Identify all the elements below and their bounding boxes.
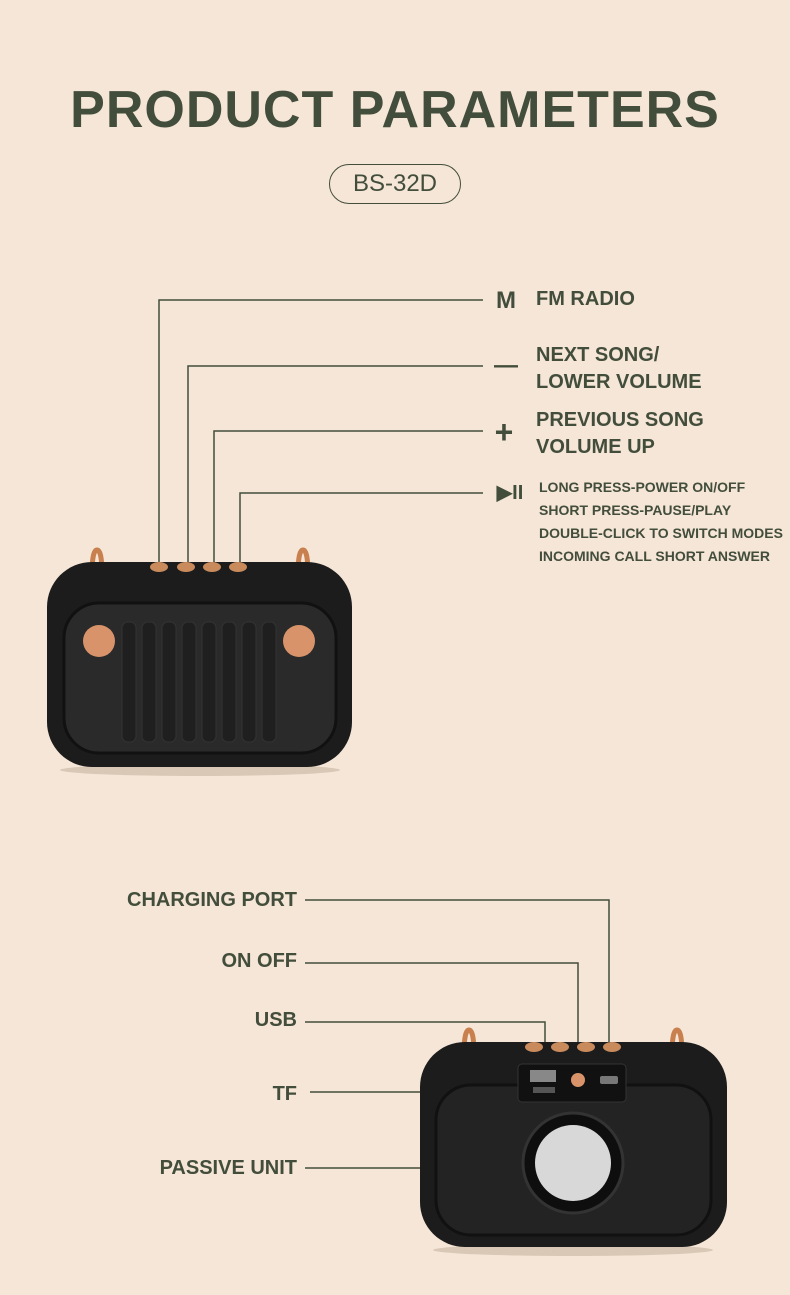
passive-unit-label: PASSIVE UNIT (159, 1157, 297, 1179)
model-badge: BS-32D (329, 164, 461, 204)
play-desc-line-1: LONG PRESS-POWER ON/OFF (539, 479, 746, 495)
previous-song-label: PREVIOUS SONG (536, 409, 704, 431)
on-off-label: ON OFF (221, 950, 297, 972)
charging-port-label: CHARGING PORT (127, 889, 297, 911)
volume-up-label: VOLUME UP (536, 436, 655, 458)
fm-radio-label: FM RADIO (536, 288, 635, 310)
lower-volume-label: LOWER VOLUME (536, 371, 702, 393)
play-desc-line-2: SHORT PRESS-PAUSE/PLAY (539, 502, 732, 518)
plus-icon: + (494, 414, 514, 450)
speaker-front-image (47, 547, 352, 776)
usb-label: USB (254, 1009, 297, 1031)
page-title: PRODUCT PARAMETERS (70, 81, 720, 139)
play-desc-line-3: DOUBLE-CLICK TO SWITCH MODES (539, 525, 783, 541)
minus-icon: — (494, 352, 518, 379)
next-song-label: NEXT SONG/ (536, 344, 660, 366)
play-desc-line-4: INCOMING CALL SHORT ANSWER (539, 548, 770, 564)
speaker-back-image (420, 1027, 727, 1256)
play-pause-icon: ▶II (496, 482, 524, 504)
m-button-icon: M (496, 287, 516, 314)
callout-lines-front (158, 299, 483, 563)
tf-label: TF (272, 1083, 297, 1105)
